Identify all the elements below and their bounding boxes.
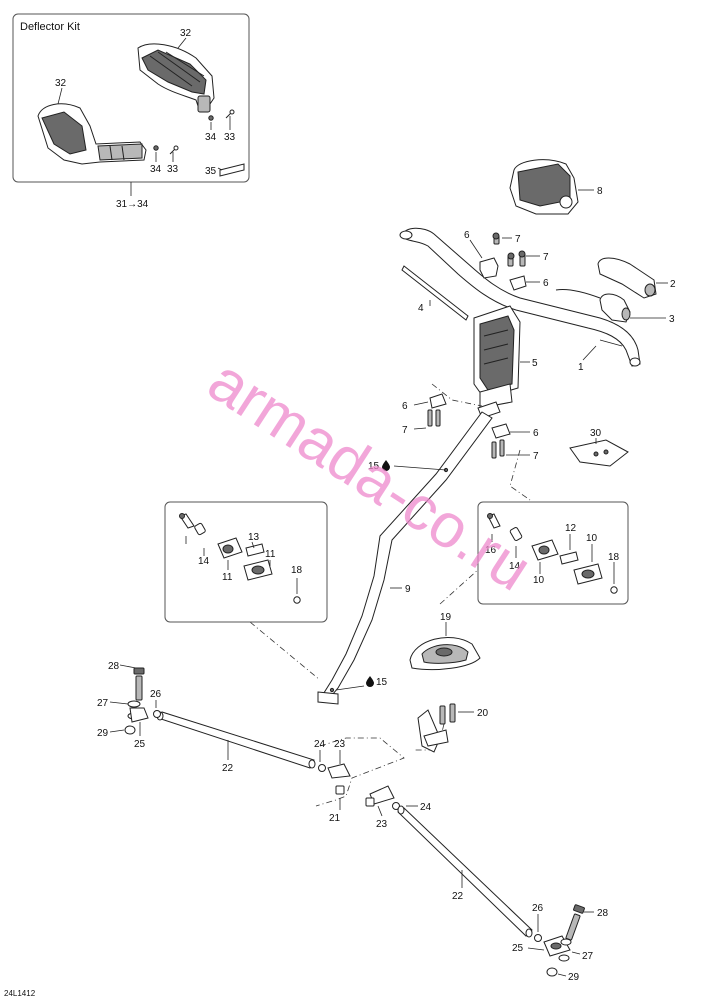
label-13: 13 — [248, 532, 260, 543]
label-26: 26 — [532, 903, 544, 914]
label-15: 15 — [376, 677, 388, 688]
label-28: 28 — [108, 661, 120, 672]
adhesive-drop-icon — [382, 460, 390, 471]
label-28: 28 — [597, 908, 609, 919]
label-29: 29 — [97, 728, 109, 739]
label-23: 23 — [334, 739, 346, 750]
label-24: 24 — [314, 739, 326, 750]
label-32: 32 — [180, 28, 192, 39]
steering-boot — [409, 637, 481, 671]
label-21: 21 — [329, 813, 341, 824]
label-10: 10 — [586, 533, 598, 544]
tierod-end-inset-right — [477, 501, 629, 605]
label-22: 22 — [222, 763, 234, 774]
label-10: 10 — [533, 575, 545, 586]
label-11: 11 — [265, 549, 276, 560]
label-14: 14 — [509, 561, 521, 572]
label-12: 12 — [565, 523, 577, 534]
tierod-end-inset-left — [164, 501, 328, 623]
label-2: 2 — [670, 279, 676, 290]
kit-hardware — [153, 109, 245, 177]
label-15: 15 — [368, 461, 380, 472]
label-34: 34 — [150, 164, 162, 175]
label-33: 33 — [224, 132, 236, 143]
label-3: 3 — [669, 314, 675, 325]
label-26: 26 — [150, 689, 162, 700]
label-5: 5 — [532, 358, 538, 369]
label-7: 7 — [543, 252, 549, 263]
riser-block — [473, 305, 521, 409]
label-33: 33 — [167, 164, 179, 175]
label-7: 7 — [515, 234, 521, 245]
label-24: 24 — [420, 802, 432, 813]
label-25: 25 — [512, 943, 524, 954]
label-1: 1 — [578, 362, 584, 373]
label-8: 8 — [597, 186, 603, 197]
label-19: 19 — [440, 612, 452, 623]
label-7: 7 — [402, 425, 408, 436]
label-7: 7 — [533, 451, 539, 462]
label-4: 4 — [418, 303, 424, 314]
tie-rod-lower — [365, 785, 585, 977]
label-30: 30 — [590, 428, 602, 439]
cover-plate — [569, 439, 629, 467]
handlebar — [399, 227, 641, 367]
label-6: 6 — [543, 278, 549, 289]
kit-title: Deflector Kit — [20, 21, 80, 33]
label-18: 18 — [291, 565, 303, 576]
deflector-left — [37, 103, 147, 165]
deflector-kit-inset: Deflector Kit 32 — [12, 13, 250, 183]
upper-clamps — [479, 232, 527, 291]
label-20: 20 — [477, 708, 489, 719]
label-27: 27 — [582, 951, 594, 962]
label-27: 27 — [97, 698, 109, 709]
grip-left — [555, 289, 631, 323]
label-18: 18 — [608, 552, 620, 563]
label-25: 25 — [134, 739, 146, 750]
label-35: 35 — [205, 166, 217, 177]
deflector-right — [137, 43, 215, 113]
kit-range-label: 31→34 — [116, 199, 149, 210]
label-6: 6 — [533, 428, 539, 439]
label-22: 22 — [452, 891, 464, 902]
label-6: 6 — [464, 230, 470, 241]
label-14: 14 — [198, 556, 210, 567]
label-34: 34 — [205, 132, 217, 143]
label-9: 9 — [405, 584, 411, 595]
label-16: 16 — [485, 545, 497, 556]
label-29: 29 — [568, 972, 580, 983]
label-6: 6 — [402, 401, 408, 412]
grip-right — [597, 257, 657, 299]
crossbar-rod — [401, 265, 469, 321]
pitman-arm — [417, 703, 456, 753]
tie-rod-upper — [124, 667, 351, 795]
label-11: 11 — [222, 572, 233, 583]
handlebar-pad — [509, 159, 579, 215]
label-23: 23 — [376, 819, 388, 830]
adhesive-drop-icon — [366, 676, 374, 687]
doc-code: 24L1412 — [4, 989, 36, 998]
label-32: 32 — [55, 78, 67, 89]
